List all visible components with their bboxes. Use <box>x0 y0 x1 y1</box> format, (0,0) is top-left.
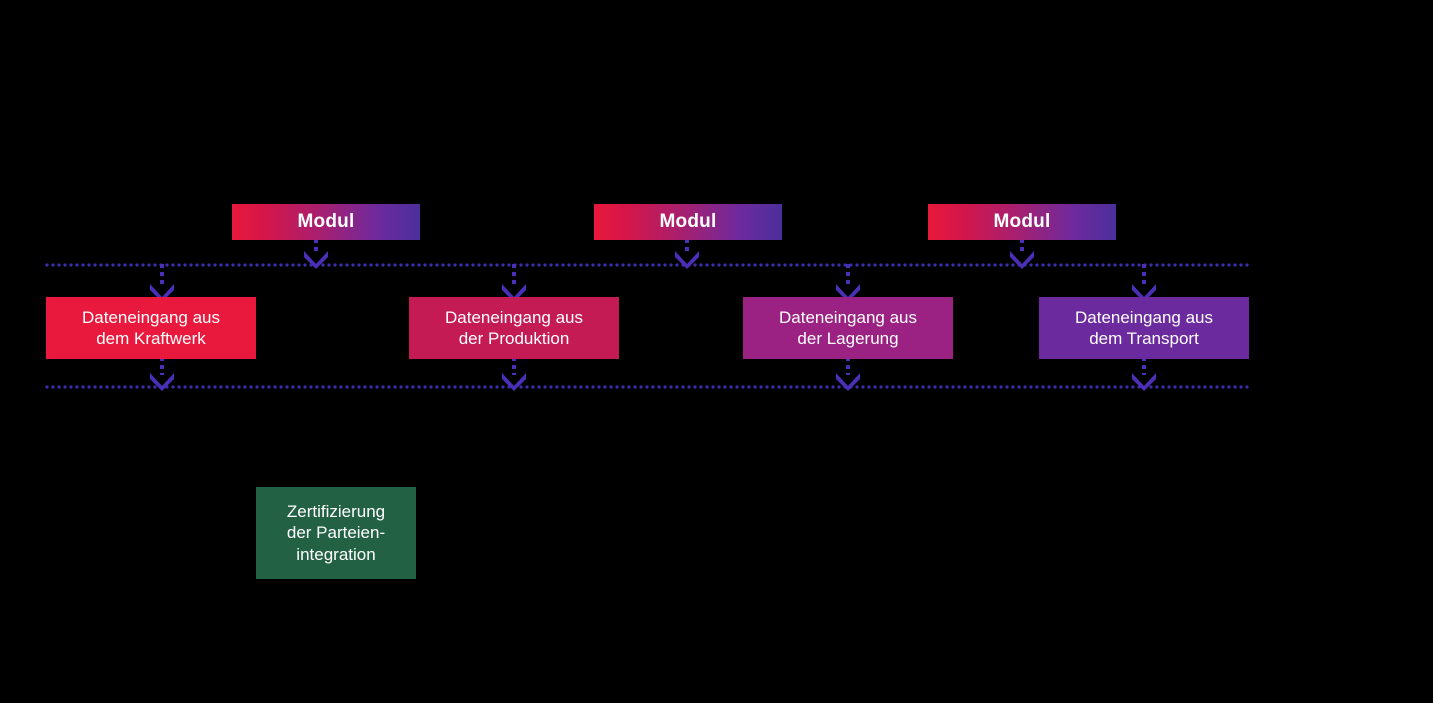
arrow-head-icon <box>1008 249 1036 269</box>
data-input-box-label: Dateneingang aus der Lagerung <box>778 307 917 348</box>
arrow-kraftwerk-to-rail <box>148 357 176 391</box>
arrow-shaft <box>160 264 164 286</box>
arrow-rail-to-kraftwerk <box>148 264 176 302</box>
arrow-produktion-to-rail <box>500 357 528 391</box>
data-input-box-1[interactable]: Dateneingang aus dem Kraftwerk <box>46 297 256 359</box>
arrow-head-icon <box>834 371 862 391</box>
arrow-head-icon <box>500 371 528 391</box>
arrow-shaft <box>314 239 318 253</box>
data-input-box-4[interactable]: Dateneingang aus dem Transport <box>1039 297 1249 359</box>
arrow-rail-to-produktion <box>500 264 528 302</box>
data-input-box-label: Dateneingang aus der Produktion <box>444 307 583 348</box>
data-input-box-label: Dateneingang aus dem Transport <box>1074 307 1213 348</box>
arrow-shaft <box>512 264 516 286</box>
module-box-3[interactable]: Modul <box>928 204 1116 240</box>
arrow-shaft <box>846 357 850 375</box>
arrow-shaft <box>846 264 850 286</box>
module-box-label: Modul <box>297 211 355 233</box>
module-box-2[interactable]: Modul <box>594 204 782 240</box>
arrow-shaft <box>1020 239 1024 253</box>
arrow-shaft <box>685 239 689 253</box>
module-box-label: Modul <box>659 211 717 233</box>
arrow-shaft <box>512 357 516 375</box>
arrow-module-2-to-rail <box>673 239 701 269</box>
arrow-module-3-to-rail <box>1008 239 1036 269</box>
arrow-head-icon <box>673 249 701 269</box>
lower-rail <box>44 385 1250 389</box>
arrow-head-icon <box>302 249 330 269</box>
certification-box-label: Zertifizierung der Parteien- integration <box>286 502 386 564</box>
arrow-shaft <box>160 357 164 375</box>
certification-box[interactable]: Zertifizierung der Parteien- integration <box>256 487 416 579</box>
data-input-box-label: Dateneingang aus dem Kraftwerk <box>81 307 220 348</box>
arrow-transport-to-rail <box>1130 357 1158 391</box>
data-input-box-2[interactable]: Dateneingang aus der Produktion <box>409 297 619 359</box>
arrow-rail-to-lagerung <box>834 264 862 302</box>
arrow-lagerung-to-rail <box>834 357 862 391</box>
arrow-module-1-to-rail <box>302 239 330 269</box>
arrow-head-icon <box>148 371 176 391</box>
data-input-box-3[interactable]: Dateneingang aus der Lagerung <box>743 297 953 359</box>
arrow-shaft <box>1142 264 1146 286</box>
module-box-1[interactable]: Modul <box>232 204 420 240</box>
module-box-label: Modul <box>993 211 1051 233</box>
arrow-rail-to-transport <box>1130 264 1158 302</box>
upper-rail <box>44 263 1250 267</box>
arrow-head-icon <box>1130 371 1158 391</box>
arrow-shaft <box>1142 357 1146 375</box>
